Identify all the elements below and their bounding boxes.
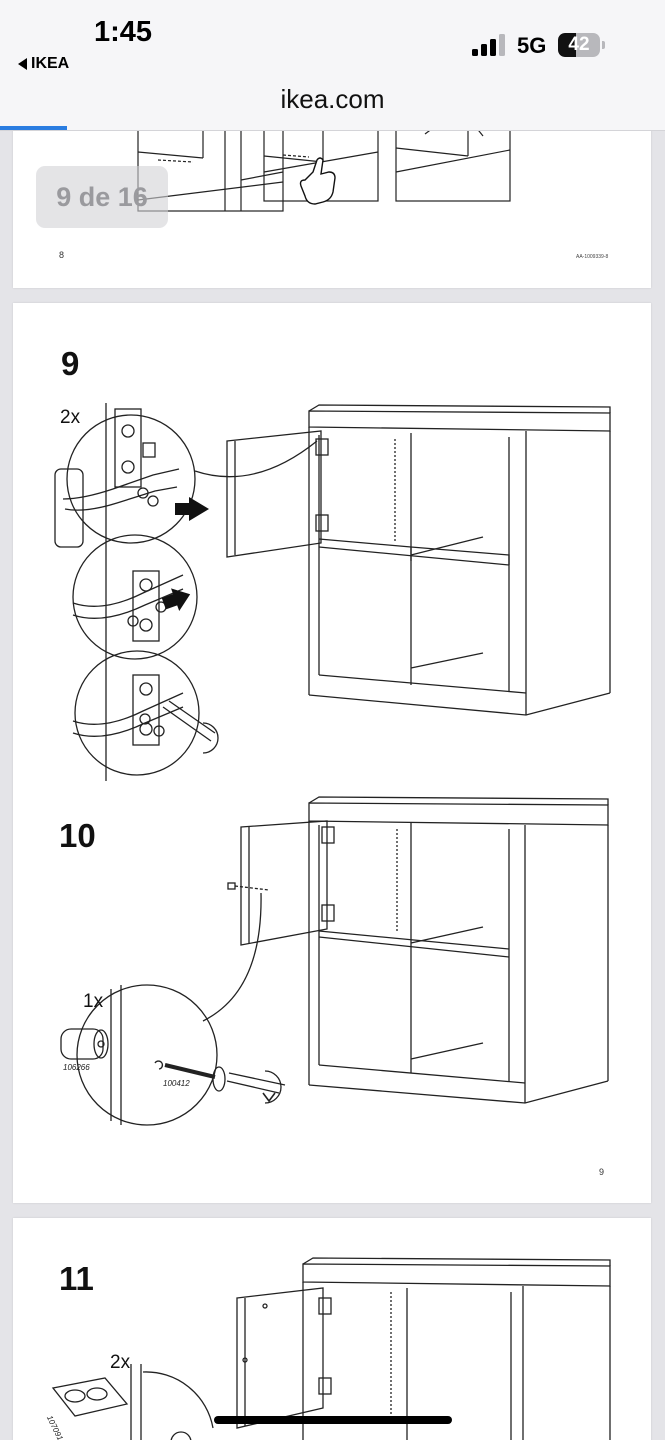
ref-code: AA-1009339-8	[576, 254, 609, 260]
signal-bar	[481, 44, 487, 56]
back-triangle-icon	[18, 58, 27, 70]
step-10-quantity: 1x	[83, 991, 104, 1012]
page-number: 9	[599, 1167, 605, 1177]
signal-bar	[490, 39, 496, 56]
status-time: 1:45	[94, 16, 153, 48]
manual-page-9: 9 2x 10 1x 106266 100412 9	[13, 303, 651, 1203]
page-number: 8	[59, 250, 65, 260]
step-11-illustration	[51, 1257, 611, 1440]
page-load-progress	[0, 126, 665, 130]
signal-bar	[499, 34, 505, 56]
step-number-9: 9	[61, 345, 80, 382]
back-app-label: IKEA	[31, 55, 70, 72]
pointing-hand-icon	[299, 157, 336, 205]
shelf-unit-step10	[240, 796, 609, 1104]
back-to-app-link[interactable]: IKEA	[18, 55, 69, 73]
screwdriver-icon	[162, 700, 216, 742]
cellular-signal-icon	[472, 34, 505, 56]
part-label-106266: 106266	[63, 1063, 90, 1072]
network-type: 5G	[517, 33, 547, 58]
step-number-10: 10	[59, 817, 96, 854]
battery-fill	[558, 33, 576, 57]
step-9-quantity: 2x	[60, 407, 81, 428]
step-11-quantity: 2x	[110, 1352, 131, 1373]
battery-icon: 42	[558, 33, 606, 57]
part-label-100412: 100412	[163, 1079, 190, 1088]
page-indicator: 9 de 16	[36, 166, 168, 228]
steps-9-10-illustration	[54, 403, 611, 1126]
home-indicator[interactable]	[214, 1416, 452, 1424]
browser-header: 1:45 IKEA 5G 42 ikea.com	[0, 0, 665, 131]
shelf-unit-step9	[226, 404, 611, 716]
signal-bar	[472, 49, 478, 56]
push-arrow-icon	[161, 497, 209, 611]
step-number-11: 11	[59, 1260, 94, 1297]
address-bar[interactable]: ikea.com	[280, 84, 385, 114]
manual-page-10: 11 2x 107091	[13, 1218, 651, 1440]
rotate-arrow-icon	[202, 722, 219, 754]
battery-level: 42	[568, 34, 590, 55]
page-load-progress-fill	[0, 126, 67, 130]
